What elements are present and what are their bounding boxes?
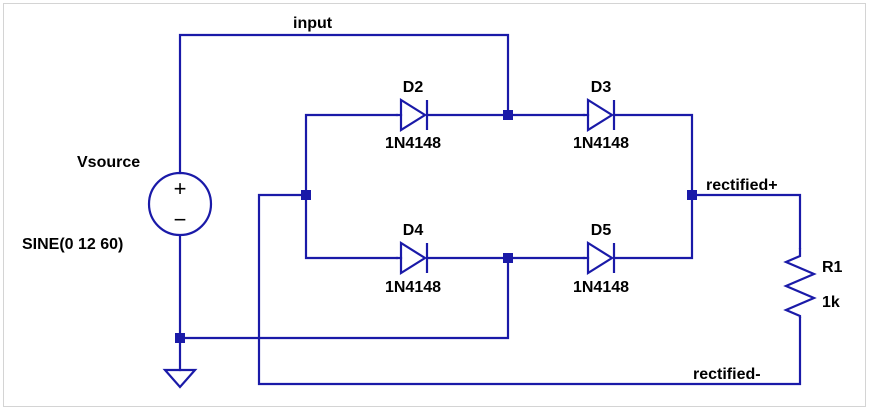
wire-rectified-pos [690, 193, 802, 250]
junction-ground-return [503, 253, 513, 263]
junction-right [687, 190, 697, 200]
labels: input rectified+ rectified- Vsource SINE… [22, 15, 843, 383]
diode-d5-symbol [582, 241, 616, 275]
wire-bottom-left [304, 193, 399, 260]
voltage-source-symbol: + − [147, 171, 213, 237]
net-label-rectified-pos: rectified+ [706, 177, 778, 194]
diode-d2-model: 1N4148 [385, 135, 441, 152]
diode-d4-symbol [395, 241, 429, 275]
wire-bottom-right [614, 193, 694, 260]
diode-d3-model: 1N4148 [573, 135, 629, 152]
schematic-frame [3, 3, 866, 407]
source-minus-sign: − [174, 207, 187, 232]
resistor-r1-ref: R1 [822, 259, 843, 276]
diode-d2-symbol [395, 98, 429, 132]
diode-d3-symbol [582, 98, 616, 132]
diode-d3-ref: D3 [591, 79, 612, 96]
resistor-r1-symbol [783, 248, 817, 318]
net-label-input: input [293, 15, 333, 32]
source-plus-sign: + [174, 176, 187, 201]
diode-d4-ref: D4 [403, 222, 424, 239]
ground-icon [162, 368, 198, 389]
wires [178, 33, 802, 386]
wire-input-net [178, 33, 510, 175]
junction-ground [175, 333, 185, 343]
wire-rectified-neg [257, 193, 802, 386]
source-name: Vsource [77, 154, 140, 171]
net-label-rectified-neg: rectified- [693, 366, 761, 383]
source-value: SINE(0 12 60) [22, 236, 123, 253]
wire-ground-net [178, 234, 510, 340]
diode-d2-ref: D2 [403, 79, 424, 96]
resistor-r1-value: 1k [822, 294, 840, 311]
diode-d5-ref: D5 [591, 222, 612, 239]
junction-left [301, 190, 311, 200]
diode-d5-model: 1N4148 [573, 279, 629, 296]
wire-top-right [614, 113, 694, 197]
junction-input [503, 110, 513, 120]
wire-top-left [304, 113, 399, 197]
diode-d4-model: 1N4148 [385, 279, 441, 296]
junctions [175, 110, 697, 343]
